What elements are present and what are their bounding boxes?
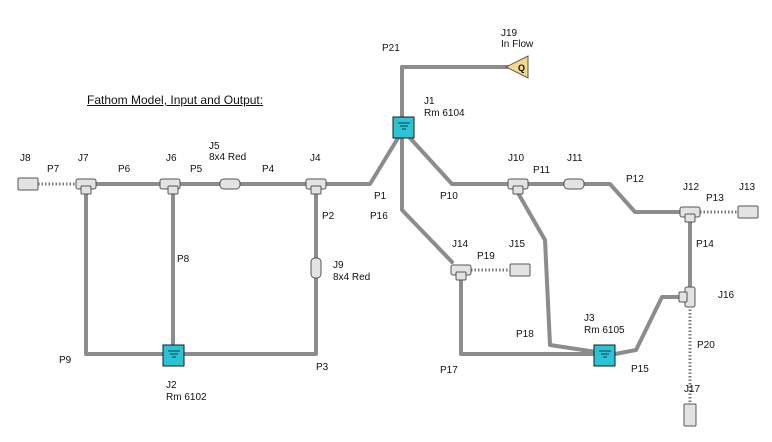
label-p20: P20 [697, 340, 715, 351]
tee-j6[interactable] [159, 178, 181, 195]
tee-j10[interactable] [507, 178, 529, 195]
label-p9: P9 [59, 355, 72, 366]
label-p21: P21 [382, 43, 400, 54]
tee-j12[interactable] [679, 206, 701, 223]
label-p15: P15 [631, 364, 649, 375]
label-p18: P18 [516, 329, 534, 340]
label-j12: J12 [683, 182, 700, 193]
label-j17: J17 [684, 384, 701, 395]
label-j10: J10 [508, 153, 525, 164]
label-j1: J1 [424, 96, 435, 107]
label-p3: P3 [316, 362, 329, 373]
tee-j7[interactable] [75, 178, 97, 195]
label-p13: P13 [706, 193, 724, 204]
label-j13: J13 [739, 182, 756, 193]
label-j6: J6 [166, 153, 177, 164]
label-p16: P16 [370, 211, 388, 222]
label-j3: J3 [584, 313, 595, 324]
label-p8: P8 [177, 254, 190, 265]
reducer-j11[interactable] [563, 178, 585, 190]
reducer-j5[interactable] [219, 178, 241, 190]
label-j16: J16 [718, 290, 735, 301]
label-j11: J11 [567, 153, 583, 164]
dead-end-j17[interactable] [683, 403, 697, 427]
label-j4: J4 [310, 153, 321, 164]
label-j9: J9 [333, 260, 344, 271]
label-j7: J7 [78, 153, 89, 164]
dead-end-j13[interactable] [737, 205, 759, 219]
label-p12: P12 [626, 174, 644, 185]
label-p10: P10 [440, 191, 458, 202]
tee-j16[interactable] [678, 286, 696, 308]
label-j19: J19 [501, 28, 518, 39]
label-j2: J2 [166, 380, 177, 391]
pipe-p21[interactable] [400, 65, 510, 120]
label-p19: P19 [477, 251, 495, 262]
reducer-j9[interactable] [310, 257, 322, 279]
label-p6: P6 [118, 164, 131, 175]
label-j3-sub: Rm 6105 [584, 325, 625, 336]
label-p4: P4 [262, 164, 275, 175]
tee-j4[interactable] [305, 178, 327, 195]
model-title: Fathom Model, Input and Output: [87, 93, 264, 107]
label-j1-sub: Rm 6104 [424, 108, 465, 119]
label-p11: P11 [533, 165, 550, 176]
dead-end-j15[interactable] [509, 263, 531, 277]
pipe-p1[interactable] [324, 136, 400, 186]
label-j5-sub: 8x4 Red [209, 152, 246, 163]
tank-j3[interactable] [593, 344, 616, 367]
label-p7: P7 [47, 164, 60, 175]
label-j15: J15 [509, 239, 526, 250]
pipe-p12[interactable] [582, 182, 682, 214]
pipe-p15[interactable] [613, 295, 683, 356]
dead-end-j8[interactable] [17, 177, 39, 191]
label-p14: P14 [696, 239, 714, 250]
pipe-p3[interactable] [182, 276, 318, 356]
label-j2-sub: Rm 6102 [166, 392, 207, 403]
pipe-p17[interactable] [459, 277, 596, 356]
pipe-p9[interactable] [84, 191, 165, 356]
label-p17: P17 [440, 365, 458, 376]
tank-j1[interactable] [392, 116, 415, 139]
pipe-p18[interactable] [516, 191, 598, 354]
label-j14: J14 [452, 239, 469, 250]
flow-source-j19[interactable]: Q [504, 55, 529, 79]
label-j19-sub: In Flow [501, 39, 534, 50]
label-j8: J8 [20, 153, 31, 164]
flow-source-q-symbol: Q [518, 63, 525, 73]
tee-j14[interactable] [450, 264, 472, 281]
pipe-p10[interactable] [408, 136, 510, 186]
pipe-p16[interactable] [400, 136, 454, 264]
label-p2: P2 [322, 211, 335, 222]
label-p5: P5 [190, 164, 203, 175]
label-j5: J5 [209, 141, 220, 152]
label-j9-sub: 8x4 Red [333, 272, 370, 283]
label-p1: P1 [374, 191, 387, 202]
tank-j2[interactable] [162, 344, 185, 367]
